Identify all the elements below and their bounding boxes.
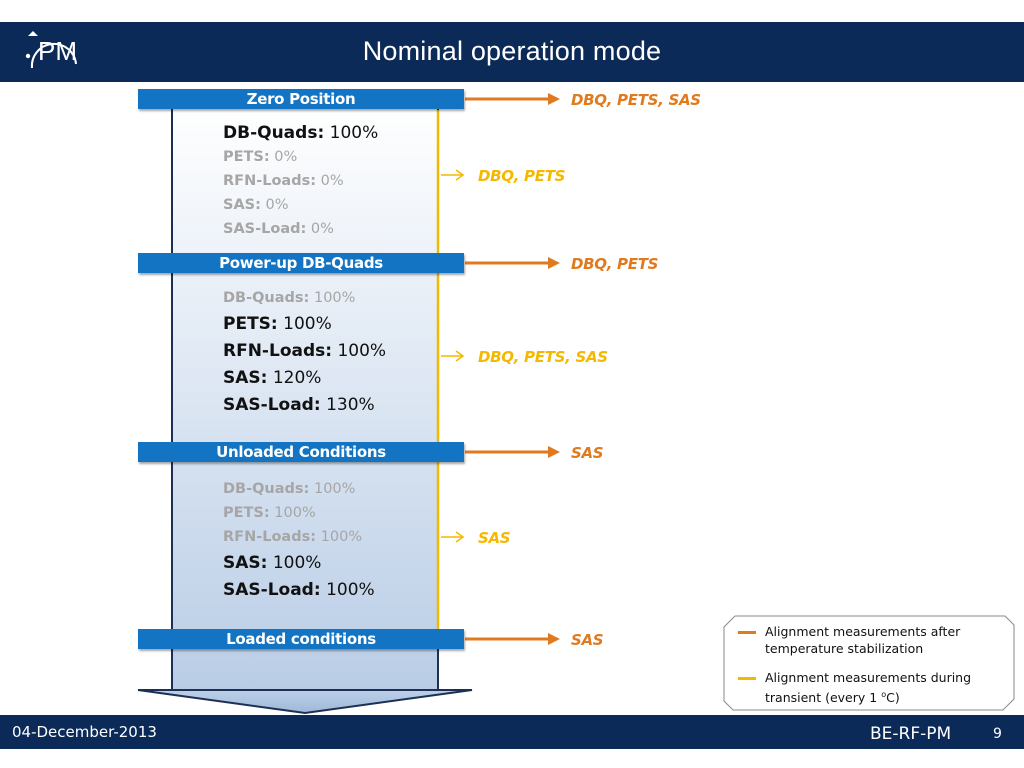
param-rfn-loads: RFN-Loads: 100% bbox=[223, 529, 363, 545]
param-rfn-loads: RFN-Loads: 0% bbox=[223, 173, 344, 189]
transient-arrow-3 bbox=[441, 531, 465, 543]
legend-orange-swatch bbox=[738, 631, 756, 634]
transient-arrow-1 bbox=[441, 169, 465, 181]
stage-target-1: DBQ, PETS, SAS bbox=[571, 91, 701, 109]
param-sas: SAS: 0% bbox=[223, 197, 289, 213]
stage-arrow-4 bbox=[465, 633, 560, 645]
page-title: Nominal operation mode bbox=[362, 36, 662, 66]
param-sas-load: SAS-Load: 130% bbox=[223, 395, 375, 415]
logo-text: PM bbox=[38, 36, 77, 66]
transient-target-3: SAS bbox=[478, 529, 511, 547]
stage-unloaded-conditions: Unloaded Conditions bbox=[138, 442, 464, 462]
footer-date: 04-December-2013 bbox=[12, 723, 157, 741]
param-sas-load: SAS-Load: 0% bbox=[223, 221, 334, 237]
pm-logo bbox=[25, 31, 77, 69]
param-pets: PETS: 100% bbox=[223, 314, 332, 334]
param-pets: PETS: 0% bbox=[223, 149, 298, 165]
footer-org: BE-RF-PM bbox=[870, 724, 952, 744]
legend-during-transient: Alignment measurements during transient … bbox=[765, 670, 972, 706]
param-db-quads: DB-Quads: 100% bbox=[223, 123, 379, 143]
legend-box bbox=[723, 615, 1015, 711]
legend-after-stabilization: Alignment measurements after temperature… bbox=[765, 624, 961, 656]
stage-target-2: DBQ, PETS bbox=[571, 255, 659, 273]
process-column bbox=[171, 103, 439, 691]
stage-arrow-3 bbox=[465, 446, 560, 458]
param-sas: SAS: 100% bbox=[223, 553, 322, 573]
page-number: 9 bbox=[993, 726, 1002, 742]
param-db-quads: DB-Quads: 100% bbox=[223, 290, 356, 306]
stage-loaded-conditions: Loaded conditions bbox=[138, 629, 464, 649]
stage-arrow-1 bbox=[465, 93, 560, 105]
param-rfn-loads: RFN-Loads: 100% bbox=[223, 341, 387, 361]
stage-power-up-db-quads: Power-up DB-Quads bbox=[138, 253, 464, 273]
legend-yellow-swatch bbox=[738, 677, 756, 680]
stage-zero-position: Zero Position bbox=[138, 89, 464, 109]
stage-arrow-2 bbox=[465, 257, 560, 269]
transient-target-1: DBQ, PETS bbox=[478, 167, 566, 185]
transient-target-2: DBQ, PETS, SAS bbox=[478, 348, 608, 366]
param-pets: PETS: 100% bbox=[223, 505, 316, 521]
footer-bar: 04-December-2013 BE-RF-PM 9 bbox=[0, 715, 1024, 749]
param-sas-load: SAS-Load: 100% bbox=[223, 580, 375, 600]
param-db-quads: DB-Quads: 100% bbox=[223, 481, 356, 497]
process-arrow-head bbox=[137, 689, 473, 715]
param-sas: SAS: 120% bbox=[223, 368, 322, 388]
transient-arrow-2 bbox=[441, 350, 465, 362]
stage-target-4: SAS bbox=[571, 631, 604, 649]
header-bar: PM Nominal operation mode bbox=[0, 22, 1024, 82]
stage-target-3: SAS bbox=[571, 444, 604, 462]
